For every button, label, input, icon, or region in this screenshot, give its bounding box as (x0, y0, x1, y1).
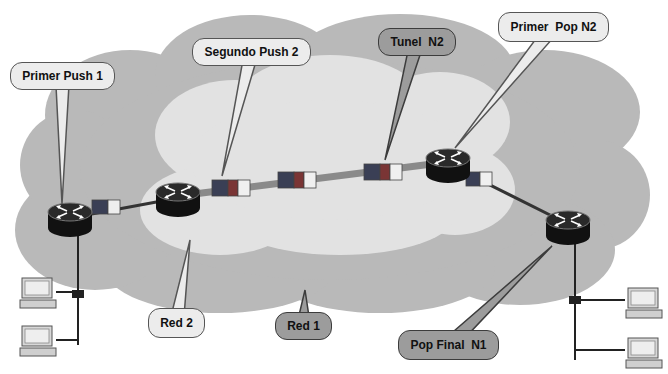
callout-text: Tunel N2 (390, 35, 443, 49)
links (56, 162, 625, 360)
callout-text: Segundo Push 2 (204, 45, 298, 59)
callout-tail (56, 76, 70, 204)
callout-text: Pop Final N1 (410, 338, 486, 352)
computer (626, 288, 662, 318)
router (48, 203, 92, 237)
inner-cloud (140, 55, 515, 255)
callout-bubble: Primer Push 1 (10, 62, 115, 90)
callout-tail (385, 40, 424, 160)
outer-cloud (15, 14, 650, 313)
computer (20, 278, 56, 308)
router (426, 149, 470, 183)
callout-text: Red 2 (160, 316, 193, 330)
callout-bubble: Primer Pop N2 (498, 12, 609, 42)
computer (626, 338, 662, 368)
callout-text: Primer Push 1 (22, 69, 103, 83)
callout-tails (56, 23, 559, 350)
callout-text: Red 1 (287, 319, 320, 333)
callout-bubble: Red 2 (148, 308, 205, 338)
computer (20, 326, 56, 356)
router (156, 183, 200, 217)
callout-bubble: Red 1 (275, 312, 332, 340)
callout-bubble: Segundo Push 2 (192, 38, 311, 66)
callout-text: Primer Pop N2 (510, 20, 596, 34)
callout-tail (222, 50, 258, 176)
router (546, 211, 590, 245)
callout-bubble: Pop Final N1 (398, 330, 499, 360)
callout-bubble: Tunel N2 (378, 28, 456, 56)
